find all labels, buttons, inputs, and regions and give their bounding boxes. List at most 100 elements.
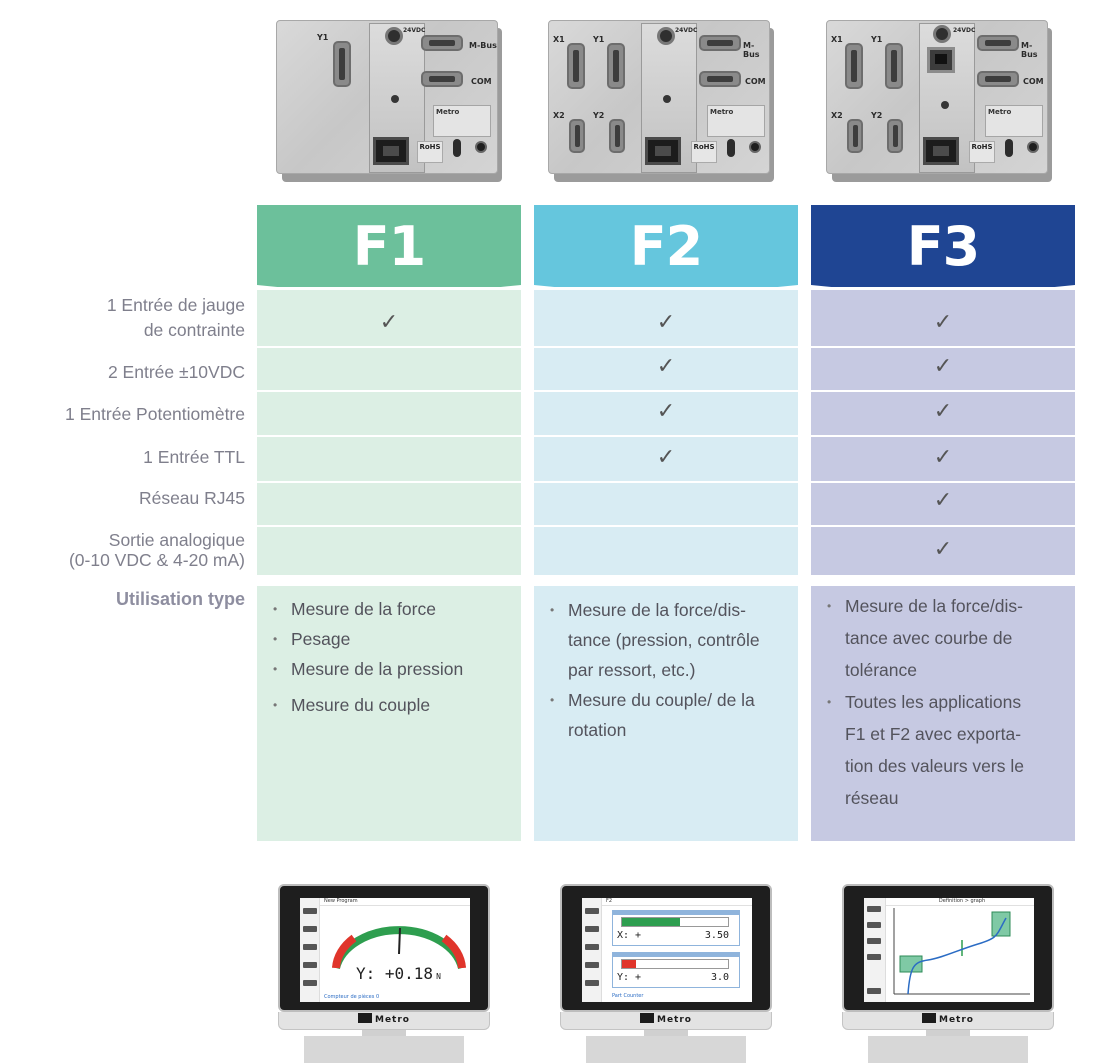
usage-item: Mesure de la force/dis- — [534, 595, 798, 625]
sidebar-icon — [867, 988, 881, 994]
port-label-y1: Y1 — [593, 35, 605, 44]
com-connector — [421, 71, 463, 87]
monitor-frame: Definition > graph — [842, 884, 1054, 1012]
monitor-brand: Metro — [279, 1013, 489, 1025]
jack-port — [475, 141, 487, 153]
gauge-arc-red-left — [332, 934, 357, 969]
tag-logo: Metro — [710, 108, 734, 116]
row-label-analog-out-line1: Sortie analogique — [108, 530, 245, 550]
com-label: COM — [471, 77, 492, 86]
usage-item-continued: réseau — [845, 788, 899, 808]
monitor-neck — [644, 1030, 688, 1036]
usb-port — [453, 139, 461, 157]
feature-cell: ✓ — [811, 527, 1075, 575]
feature-cell — [534, 527, 798, 575]
feature-cell: ✓ — [811, 290, 1075, 346]
power-connector — [385, 27, 403, 45]
column-title: F2 — [629, 215, 703, 278]
gauge-arc-red-right — [441, 934, 466, 969]
usage-item-continued: tance avec courbe de — [845, 628, 1013, 648]
feature-cell — [257, 437, 521, 481]
power-switch — [645, 137, 681, 165]
feature-cell — [257, 348, 521, 390]
com-connector — [977, 71, 1019, 87]
tolerance-box-start — [899, 955, 923, 973]
y-channel-panel: Y: + 3.0 — [612, 952, 740, 988]
power-connector — [657, 27, 675, 45]
mbus-connector — [977, 35, 1019, 51]
column-f3: F3 ✓✓✓✓✓✓ Mesure de la force/dis- tance … — [811, 205, 1075, 841]
feature-cell — [257, 392, 521, 435]
monitor-neck — [362, 1030, 406, 1036]
check-icon: ✓ — [933, 537, 953, 562]
header-banner — [534, 205, 798, 287]
column-header-f2: F2 — [534, 205, 798, 287]
feature-cell: ✓ — [257, 290, 521, 346]
sidebar-icon — [303, 980, 317, 986]
sub-d-connector — [333, 41, 351, 87]
usage-item: Toutes les applications — [811, 686, 1075, 718]
rohs-text: RoHS — [693, 143, 715, 151]
check-icon: ✓ — [933, 445, 953, 470]
screen-sidebar — [582, 898, 602, 1002]
port-label-y2: Y2 — [593, 111, 605, 120]
rohs-text: RoHS — [419, 143, 441, 151]
row-label-10vdc: 2 Entrée ±10VDC — [107, 362, 245, 382]
monitor-brand: Metro — [843, 1013, 1053, 1025]
row-label-ttl: 1 Entrée TTL — [143, 447, 245, 467]
column-header-f1: F1 — [257, 205, 521, 287]
screen-sidebar — [864, 898, 886, 1002]
monitor-neck — [926, 1030, 970, 1036]
monitor-stand — [304, 1036, 464, 1063]
x-value: 3.50 — [704, 930, 729, 941]
rohs-badge: RoHS — [691, 141, 717, 163]
brand-text: Metro — [939, 1015, 974, 1025]
row-label-strain-gauge-line2: de contrainte — [143, 320, 245, 340]
sidebar-icon — [303, 908, 317, 914]
screen-title: New Program — [320, 898, 470, 906]
feature-cell: ✓ — [811, 348, 1075, 390]
check-icon: ✓ — [933, 354, 953, 379]
port-label-y1: Y1 — [317, 33, 329, 42]
column-f2: F2 ✓✓✓✓ Mesure de la force/dis- tance (p… — [534, 205, 798, 841]
mbus-label: M-Bus — [1021, 41, 1038, 59]
monitor-frame: F2 X: + 3.50 Y: + 3.0 Part Counter — [560, 884, 772, 1012]
sidebar-icon — [585, 944, 599, 950]
sub-d-connector — [567, 43, 585, 89]
port-label-x2: X2 — [553, 111, 565, 120]
gauge-graphic — [332, 926, 466, 970]
row-label-strain-gauge-line1: 1 Entrée de jauge — [106, 295, 245, 315]
usage-item-continued: F1 et F2 avec exporta- — [845, 724, 1022, 744]
usage-box-f1: Mesure de la force Pesage Mesure de la p… — [257, 586, 521, 841]
x-bar-track — [621, 917, 729, 927]
x-channel-panel: X: + 3.50 — [612, 910, 740, 946]
gauge-needle — [398, 927, 401, 955]
com-label: COM — [1023, 77, 1044, 86]
usage-list-f1: Mesure de la force Pesage Mesure de la p… — [257, 594, 521, 720]
power-connector — [933, 25, 951, 43]
tag-logo: Metro — [988, 108, 1012, 116]
row-label-potentiometer: 1 Entrée Potentiomètre — [65, 404, 245, 424]
column-title: F1 — [352, 215, 426, 278]
sub-d-connector — [845, 43, 863, 89]
monitor-stand — [868, 1036, 1028, 1063]
check-icon: ✓ — [933, 399, 953, 424]
device-f2-image: X1 Y1 X2 Y2 24VDC M-Bus COM Metro RoHS — [548, 20, 776, 182]
port-label-y1: Y1 — [871, 35, 883, 44]
usage-item-continued: par ressort, etc.) — [568, 660, 696, 680]
port-label-y2: Y2 — [871, 111, 883, 120]
port-label-x1: X1 — [831, 35, 843, 44]
sidebar-icon — [867, 922, 881, 928]
screen-footer: Part Counter — [612, 993, 644, 999]
column-title: F3 — [906, 215, 980, 278]
monitor-f3: Definition > graph Metro — [842, 884, 1054, 1063]
sidebar-icon — [303, 962, 317, 968]
monitor-bezel: Metro — [560, 1012, 772, 1030]
gauge-unit: N — [436, 972, 441, 981]
column-f1: F1 ✓ Mesure de la force Pesage Mesure de… — [257, 205, 521, 841]
screen-title: F2 — [602, 898, 752, 906]
monitor-screen: Definition > graph — [864, 898, 1034, 1002]
serial-tag: Metro — [707, 105, 765, 137]
com-label: COM — [745, 77, 766, 86]
